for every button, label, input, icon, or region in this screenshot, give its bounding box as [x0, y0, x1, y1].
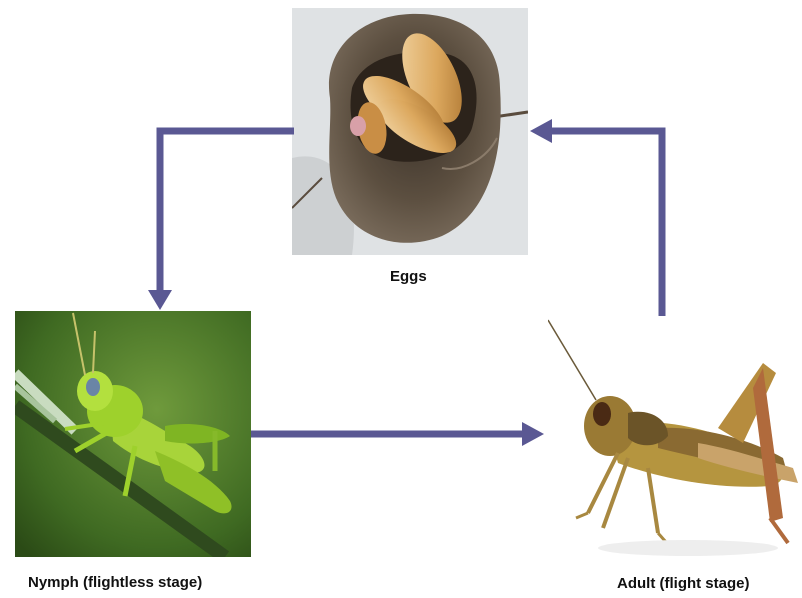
arrow-adult-to-eggs	[530, 119, 662, 316]
arrow-nymph-to-adult	[251, 422, 544, 446]
arrow-eggs-to-nymph	[148, 131, 294, 310]
